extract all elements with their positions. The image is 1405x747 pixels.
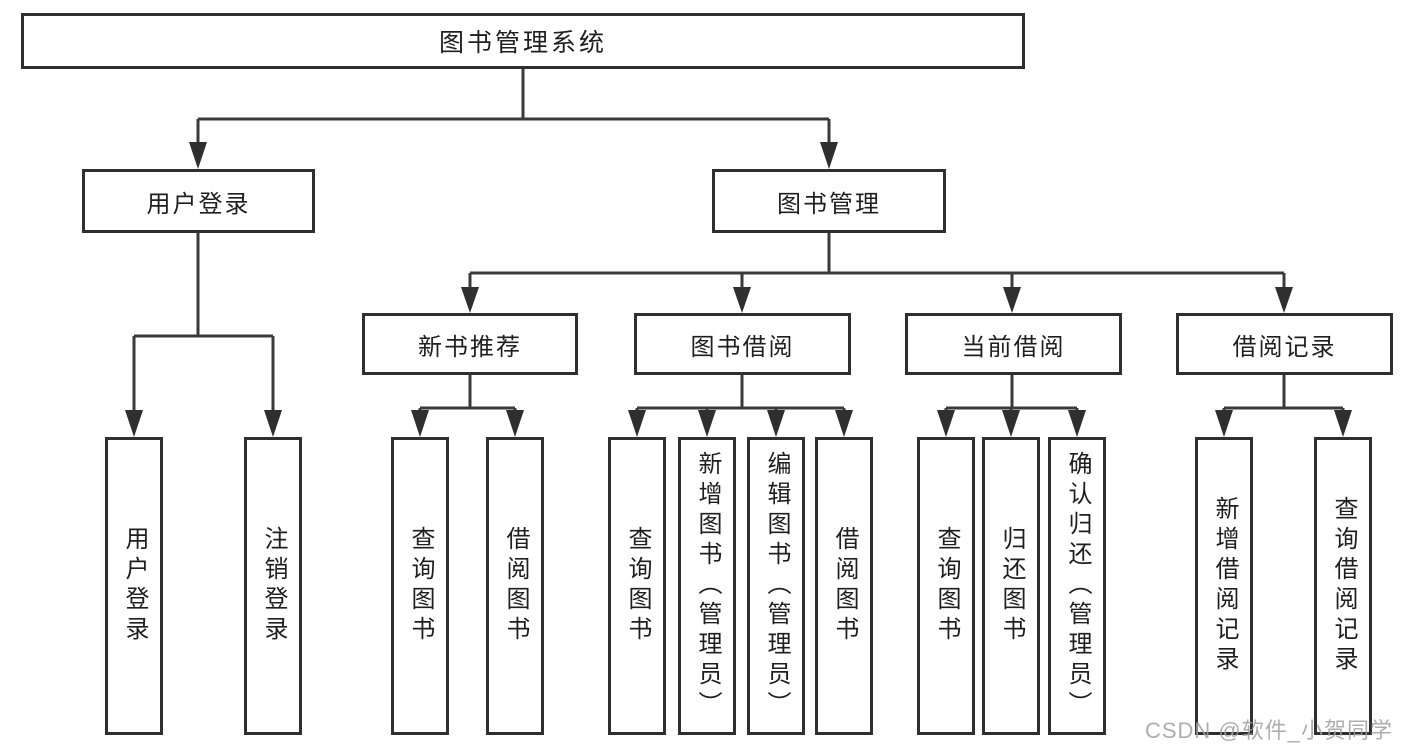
leaf-add-books-admin-label: 新增图书（管理员）	[694, 451, 721, 721]
leaf-add-borrow-record: 新增借阅记录	[1195, 437, 1253, 735]
leaf-query-books-borrow-label: 查询图书	[624, 526, 651, 646]
leaf-query-books-current-label: 查询图书	[933, 526, 960, 646]
leaf-user-login: 用户登录	[105, 437, 163, 735]
node-user-login: 用户登录	[82, 169, 315, 233]
node-borrow-records: 借阅记录	[1176, 313, 1393, 375]
leaf-confirm-return-admin-label: 确认归还（管理员）	[1064, 451, 1091, 721]
leaf-query-books-borrow: 查询图书	[608, 437, 666, 735]
csdn-watermark: CSDN @软件_小贺同学	[1144, 718, 1393, 743]
leaf-query-books-recommend-label: 查询图书	[407, 526, 434, 646]
leaf-logout-label: 注销登录	[260, 526, 287, 646]
leaf-confirm-return-admin: 确认归还（管理员）	[1048, 437, 1106, 735]
leaf-borrow-books-recommend: 借阅图书	[486, 437, 544, 735]
leaf-logout: 注销登录	[244, 437, 302, 735]
leaf-query-borrow-record-label: 查询借阅记录	[1330, 496, 1357, 676]
node-root-system: 图书管理系统	[21, 13, 1025, 69]
leaf-query-books-current: 查询图书	[917, 437, 975, 735]
leaf-user-login-label: 用户登录	[121, 526, 148, 646]
leaf-edit-books-admin: 编辑图书（管理员）	[747, 437, 805, 735]
leaf-query-books-recommend: 查询图书	[391, 437, 449, 735]
leaf-add-borrow-record-label: 新增借阅记录	[1211, 496, 1238, 676]
arrowheads	[125, 142, 1352, 437]
node-book-borrow: 图书借阅	[634, 313, 851, 375]
node-new-book-recommend: 新书推荐	[362, 313, 578, 375]
node-current-borrow: 当前借阅	[905, 313, 1122, 375]
leaf-edit-books-admin-label: 编辑图书（管理员）	[763, 451, 790, 721]
leaf-borrow-books-recommend-label: 借阅图书	[502, 526, 529, 646]
node-book-management: 图书管理	[712, 169, 946, 233]
leaf-add-books-admin: 新增图书（管理员）	[678, 437, 736, 735]
leaf-query-borrow-record: 查询借阅记录	[1314, 437, 1372, 735]
leaf-borrow-books: 借阅图书	[815, 437, 873, 735]
leaf-borrow-books-label: 借阅图书	[831, 526, 858, 646]
leaf-return-books-label: 归还图书	[998, 526, 1025, 646]
leaf-return-books: 归还图书	[982, 437, 1040, 735]
